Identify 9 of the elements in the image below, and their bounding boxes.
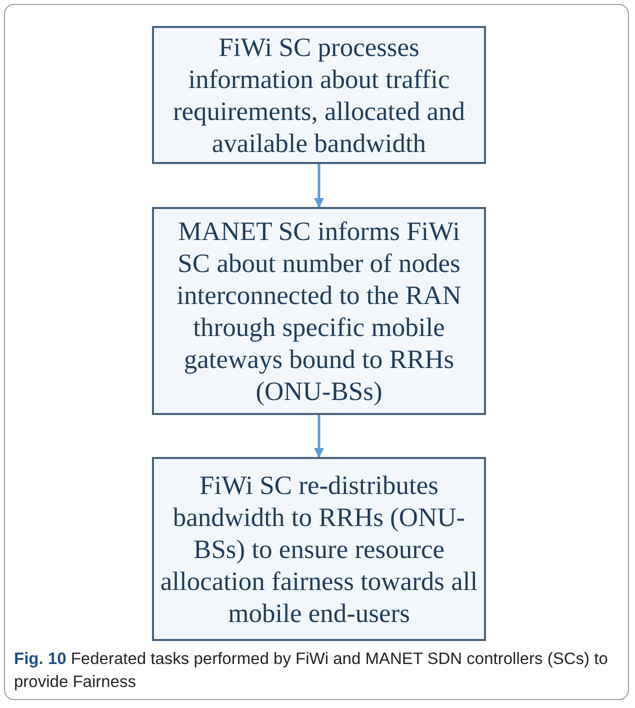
arrow <box>314 415 324 458</box>
box-text: FiWi SC re-distributes bandwidth to RRHs (ONU-BSs) to ensure resource allocation fairness towards all mobile end-users <box>160 469 478 629</box>
process-box <box>152 26 486 164</box>
process-box <box>152 457 486 641</box>
arrow <box>314 164 324 208</box>
box-text: MANET SC informs FiWi SC about number of nodes interconnected to the RAN through specific mobile gateways bound to RRHs (ONU-BSs) <box>176 215 462 407</box>
process-box <box>152 207 486 415</box>
figure-caption: Fig. 10 Federated tasks performed by FiWi and MANET SDN controllers (SCs) to provide Fairness <box>14 649 609 693</box>
box-text: FiWi SC processes information about traffic requirements, allocated and available bandwidth <box>172 31 466 159</box>
